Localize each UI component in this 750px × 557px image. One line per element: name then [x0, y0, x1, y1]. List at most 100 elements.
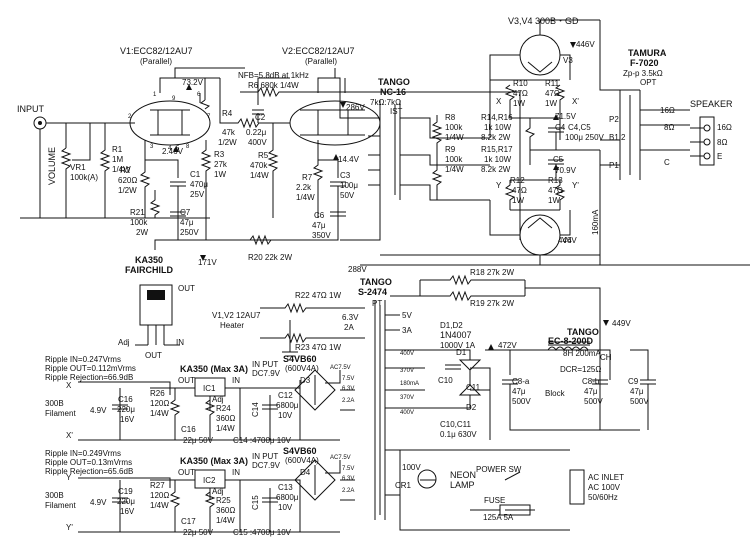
ka350-tab	[147, 290, 165, 300]
reg2-pin-adj: Adj	[212, 487, 224, 496]
r4-label-0: R4	[222, 109, 233, 118]
reg1-r26-1: 120Ω	[150, 399, 169, 408]
r1416-label-0: R14,R16	[481, 113, 513, 122]
c5-label: C5	[553, 155, 564, 164]
reg2-inp-0: IN PUT	[252, 452, 278, 461]
reg1-r24-1: 360Ω	[216, 414, 235, 423]
v2-cathode-voltage: 14.4V	[338, 155, 360, 164]
r10-label-0: R10	[513, 79, 528, 88]
ka350-pin-in: IN	[176, 338, 184, 347]
c8a-label-0: C8-a	[512, 377, 530, 386]
d12-label-0: D1,D2	[440, 321, 463, 330]
reg1-x: X	[66, 381, 72, 390]
nfb-label: NFB=5.8dB at 1kHz	[238, 71, 309, 80]
v2-plate-voltage: 286V	[346, 103, 365, 112]
reg1-c-2: 16V	[120, 415, 135, 424]
pin-y: Y	[496, 181, 502, 190]
v1-pin-5: 5	[176, 146, 180, 152]
ac-inlet-icon	[569, 469, 585, 505]
v171-label: 171V	[198, 258, 217, 267]
ka350-chip-maker: FAIRCHILD	[125, 265, 173, 275]
reg2-c17: C17	[181, 517, 196, 526]
block-label: Block	[545, 389, 566, 398]
reg1-xp: X'	[66, 431, 73, 440]
heater-label-0: V1,V2 12AU7	[212, 311, 261, 320]
ka350-pin-out: OUT	[145, 351, 162, 360]
ma160-label: 160mA	[591, 209, 600, 235]
reg2-ac-2: 6.3V	[342, 476, 354, 482]
reg2-r27-1: 120Ω	[150, 491, 169, 500]
r8-label-0: R8	[445, 113, 456, 122]
r12-label-1: 47Ω	[512, 186, 527, 195]
c8b-label-1: 47μ	[584, 387, 598, 396]
r20-label: R20 22k 2W	[248, 253, 292, 262]
reg2-fil-1: Filament	[45, 501, 76, 510]
vr1-label-0: VR1	[70, 163, 86, 172]
v1-pin-2: 2	[128, 114, 132, 120]
pt-label-1: S-2474	[358, 287, 387, 297]
r7-label-0: R7	[302, 173, 313, 182]
v4-tube-envelope	[519, 214, 561, 256]
r2-label-2: 1/2W	[118, 186, 137, 195]
r18-label: R18 27k 2W	[470, 268, 514, 277]
opt-pin-p1: P1	[609, 161, 619, 170]
ac-inlet-2: 50/60Hz	[588, 493, 618, 502]
c6-label-2: 350V	[312, 231, 331, 240]
v715-label: 71.5V	[555, 112, 577, 121]
reg2-c15: C15	[251, 495, 260, 510]
r11-label-2: 1W	[545, 99, 557, 108]
reg1-ac-3: 2.2A	[342, 398, 354, 404]
reg2-cap: C15 :4700μ 10V	[233, 528, 292, 537]
reg2-inp-1: DC7.9V	[252, 461, 281, 470]
c1-label-0: C1	[190, 170, 201, 179]
choke-label-4: CH	[600, 353, 612, 362]
c1011-label-0: C10,C11	[440, 420, 472, 429]
reg1-r24-0: R24	[216, 404, 231, 413]
d1-label: D1	[456, 348, 467, 357]
reg2-bridge-1: (600V4A)	[285, 456, 319, 465]
r4-label-1: 47k	[222, 128, 236, 137]
r5-label-2: 1/4W	[250, 171, 269, 180]
c8b-label-2: 500V	[584, 397, 603, 406]
r21-label-2: 2W	[136, 228, 148, 237]
c3-label-2: 50V	[340, 191, 355, 200]
r1416-label-1: 1k 10W	[484, 123, 512, 132]
r21-label-0: R21	[130, 208, 145, 217]
v1-pin-3: 3	[150, 144, 154, 150]
r1416-label-2: 8.2k 2W	[481, 133, 511, 142]
pt-tap-3: 370V	[400, 395, 414, 401]
speaker-label: SPEAKER	[690, 99, 733, 109]
reg1-r26-2: 1/4W	[150, 409, 169, 418]
v1-title: V1:ECC82/12AU7	[120, 46, 193, 56]
v1-pin-8: 8	[186, 144, 190, 150]
reg1-d: D3	[300, 376, 311, 385]
ist-label-3: IST	[390, 107, 403, 116]
v449-label: 449V	[612, 319, 631, 328]
v1-plate-voltage: 73.2V	[182, 78, 204, 87]
reg2-d: D4	[300, 468, 311, 477]
r21-label-1: 100k	[130, 218, 148, 227]
reg2-ac-0: AC7.5V	[330, 455, 351, 461]
c2-label-0: C2	[255, 113, 266, 122]
pt-tap-1: 370V	[400, 368, 414, 374]
c8b-label-0: C8-b	[582, 377, 600, 386]
r7-label-1: 2.2k	[296, 183, 312, 192]
c9-label-2: 500V	[630, 397, 649, 406]
input-jack-center	[38, 121, 42, 125]
reg2-c13-2: 10V	[278, 503, 293, 512]
r6-label: R6 680k 1/4W	[248, 81, 299, 90]
reg1-fil-0: 300B	[45, 399, 64, 408]
neon-label-0: NEON	[450, 470, 476, 480]
opt-pin-b12: B1,2	[609, 133, 626, 142]
opt-pin-c: C	[664, 158, 670, 167]
v1-subtitle: (Parallel)	[140, 57, 172, 66]
c3-label-0: C3	[340, 171, 351, 180]
v1-pin-1: 1	[153, 92, 157, 98]
reg1-ac-2: 6.3V	[342, 386, 354, 392]
r1517-label-2: 8.2k 2W	[481, 165, 511, 174]
v3-plate-voltage: 446V	[576, 40, 595, 49]
spk-term-16: 16Ω	[717, 123, 732, 132]
c1011-label-1: 0.1μ 630V	[440, 430, 477, 439]
v34-title: V3,V4 300B・GD	[508, 16, 579, 26]
